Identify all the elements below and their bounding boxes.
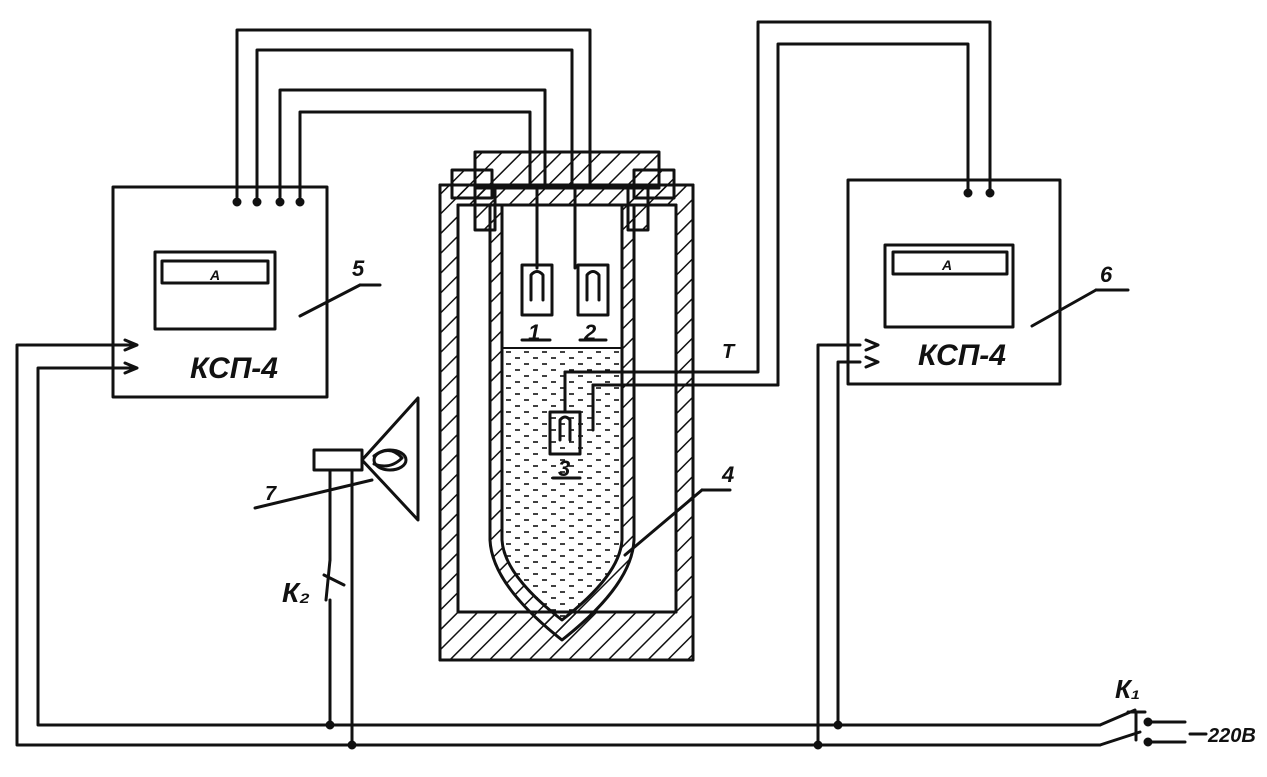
supply-bus bbox=[15, 343, 1102, 750]
device-6-leader bbox=[1030, 288, 1098, 328]
device-5-scale bbox=[153, 250, 277, 331]
sensor-1 bbox=[520, 186, 554, 342]
supply-voltage: 220В bbox=[1207, 725, 1256, 747]
device-6-model: КСП-4 bbox=[918, 339, 1006, 372]
flask-liquid bbox=[502, 348, 622, 620]
device-6-number: 6 bbox=[1100, 262, 1113, 287]
wires-device-5 bbox=[235, 28, 592, 199]
sensor-2 bbox=[573, 186, 610, 342]
lamp-number: 7 bbox=[265, 483, 277, 505]
switch-k2 bbox=[322, 468, 354, 747]
sensor-3 bbox=[548, 370, 780, 480]
device-6-scale bbox=[883, 243, 1015, 329]
device-5-scale-mark: А bbox=[209, 267, 220, 283]
input-arrows bbox=[123, 338, 880, 375]
device-5-leader bbox=[298, 283, 362, 318]
vessel-leader bbox=[623, 488, 704, 557]
switch-k1 bbox=[1098, 708, 1208, 747]
device-5-terminals bbox=[232, 197, 305, 207]
vessel-sensor-mark: Т bbox=[722, 341, 736, 363]
vessel-number: 4 bbox=[721, 462, 734, 487]
sensor-1-label: 1 bbox=[528, 320, 540, 345]
switch-k1-label: К₁ bbox=[1115, 674, 1140, 704]
sensor-3-label: 3 bbox=[558, 456, 570, 481]
vessel-lid bbox=[450, 150, 676, 232]
device-5-number: 5 bbox=[352, 256, 365, 281]
wires-device-6 bbox=[678, 20, 995, 387]
lamp-7 bbox=[253, 396, 420, 522]
device-6-box bbox=[846, 178, 1130, 386]
switch-k2-label: К₂ bbox=[282, 577, 310, 608]
device-6-scale-mark: А bbox=[941, 257, 952, 273]
device-5-box bbox=[111, 185, 382, 399]
device-5-model: КСП-4 bbox=[190, 352, 278, 385]
sensor-2-label: 2 bbox=[583, 320, 597, 345]
